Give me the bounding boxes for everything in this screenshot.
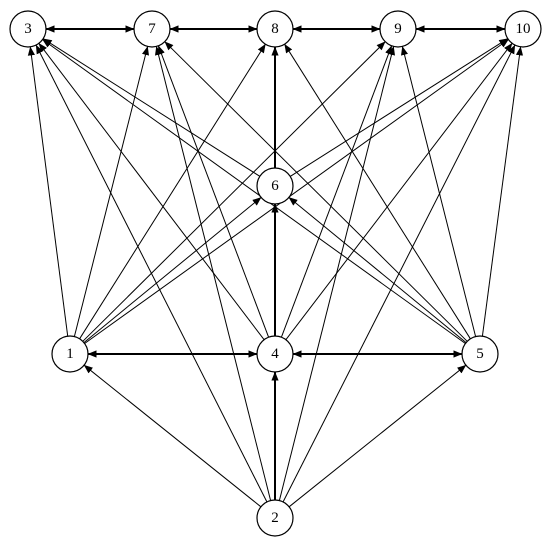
node-label: 8 xyxy=(271,21,279,37)
edge-1-to-3 xyxy=(27,46,69,337)
node-circle xyxy=(504,10,542,48)
node-label: 4 xyxy=(271,346,279,362)
node-layer: 3 7 8 9 10 6 1 4 5 2 xyxy=(9,10,542,537)
edge-4-to-9 xyxy=(280,45,393,338)
node-label: 5 xyxy=(476,346,484,362)
edge-1-to-10 xyxy=(84,39,509,344)
edge-5-to-10 xyxy=(481,46,524,337)
node-label: 3 xyxy=(24,21,32,37)
node-10: 10 xyxy=(504,10,542,48)
node-1: 1 xyxy=(51,335,89,373)
edge-5-to-3 xyxy=(42,39,466,344)
edge-5-to-6 xyxy=(288,197,467,343)
node-label: 6 xyxy=(271,178,279,194)
edge-4-to-3 xyxy=(38,42,265,341)
node-9: 9 xyxy=(379,10,417,48)
node-circle xyxy=(256,167,294,205)
edge-2-to-1 xyxy=(83,364,262,508)
edge-1-to-8 xyxy=(79,43,266,340)
edge-6-to-10 xyxy=(289,38,509,177)
node-circle xyxy=(256,335,294,373)
node-circle xyxy=(9,10,47,48)
node-label: 7 xyxy=(148,21,156,37)
edge-6-to-3 xyxy=(42,38,261,177)
node-label: 10 xyxy=(516,21,531,37)
node-5: 5 xyxy=(461,335,499,373)
node-4: 4 xyxy=(256,335,294,373)
node-circle xyxy=(256,10,294,48)
edge-1-to-7 xyxy=(73,46,149,337)
edge-5-to-8 xyxy=(284,43,471,340)
node-label: 9 xyxy=(394,21,402,37)
edge-2-to-5 xyxy=(288,364,467,508)
edge-1-to-6 xyxy=(83,197,262,343)
node-6: 6 xyxy=(256,167,294,205)
edge-4-to-7 xyxy=(157,45,270,338)
node-label: 2 xyxy=(271,510,279,526)
node-circle xyxy=(256,499,294,537)
node-circle xyxy=(133,10,171,48)
node-circle xyxy=(461,335,499,373)
node-label: 1 xyxy=(66,346,74,362)
node-8: 8 xyxy=(256,10,294,48)
node-7: 7 xyxy=(133,10,171,48)
edge-5-to-9 xyxy=(401,46,477,337)
node-circle xyxy=(379,10,417,48)
edge-5-to-7 xyxy=(164,41,468,342)
node-circle xyxy=(51,335,89,373)
edge-4-to-10 xyxy=(285,42,513,341)
edge-layer xyxy=(27,25,524,508)
edge-1-to-9 xyxy=(82,41,386,342)
node-2: 2 xyxy=(256,499,294,537)
node-3: 3 xyxy=(9,10,47,48)
